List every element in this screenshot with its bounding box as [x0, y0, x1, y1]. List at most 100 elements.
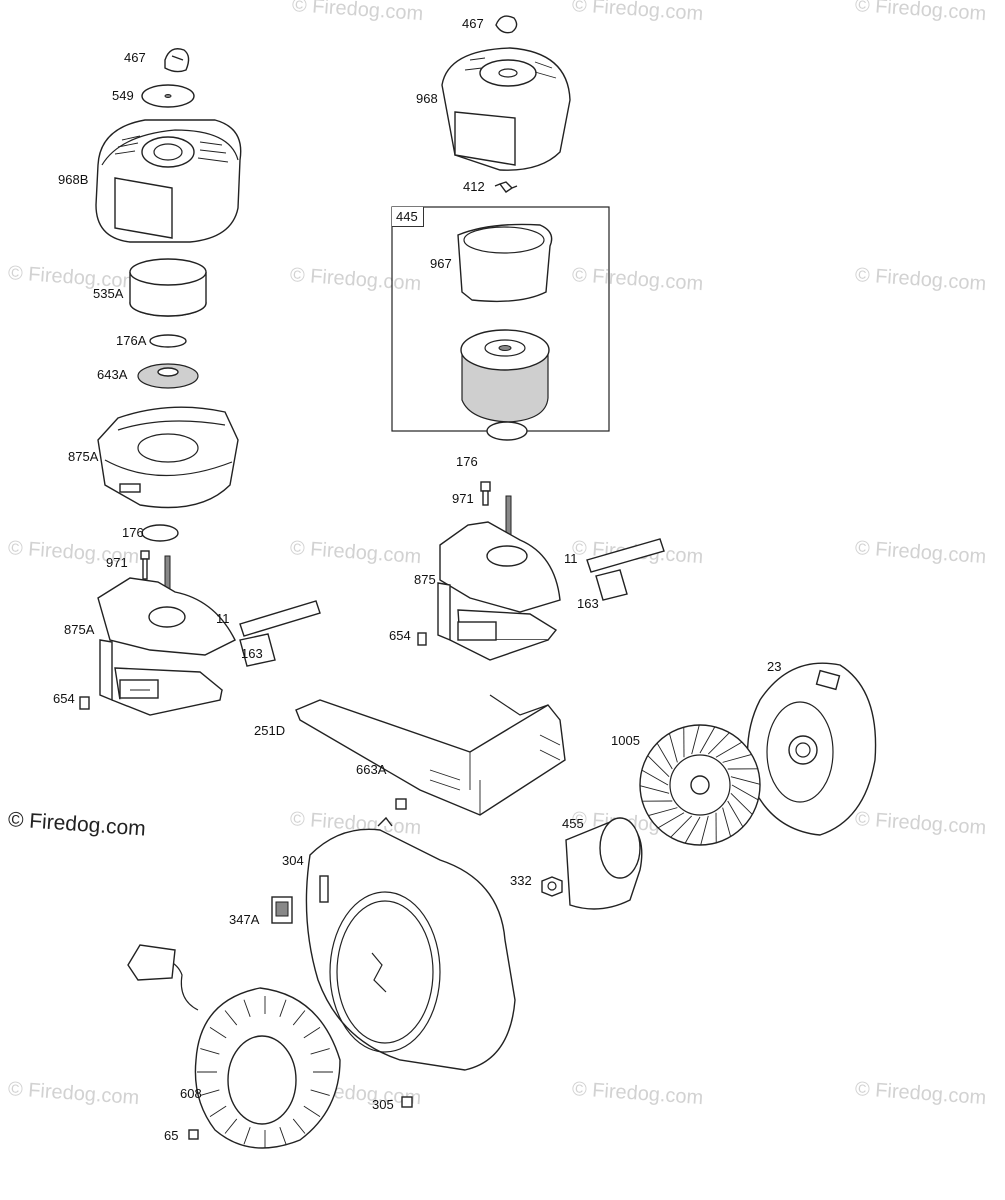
starter-rib [292, 1118, 306, 1134]
gasket-part-176-right [486, 421, 528, 441]
paper-filter-element [460, 329, 550, 423]
part-label: 875 [414, 572, 436, 587]
fan-blade [700, 815, 709, 846]
starter-rib [292, 1010, 306, 1026]
bracket-part-251D [295, 694, 566, 816]
breather-tube-part-11-left [239, 600, 321, 637]
air-cleaner-base-875 [437, 521, 561, 661]
part-label: 971 [452, 491, 474, 506]
fan-blade [691, 724, 700, 755]
part-label: 654 [389, 628, 411, 643]
switch-part-347A [271, 896, 293, 924]
part-label: 176 [456, 454, 478, 469]
part-label: 455 [562, 816, 584, 831]
starter-rib [209, 1026, 227, 1039]
nut-part-654-right [417, 632, 427, 646]
nut-part-654-left [79, 696, 90, 710]
part-label: 23 [767, 659, 782, 674]
wing-nut-part-412 [494, 181, 518, 193]
starter-rib [243, 999, 251, 1017]
starter-rib [310, 1089, 330, 1096]
part-label: 663A [356, 762, 387, 777]
fan-blade [647, 755, 670, 778]
part-label: 163 [577, 596, 599, 611]
fan-blade [707, 732, 730, 755]
gasket-part-176A [149, 334, 187, 348]
fan-blade [656, 742, 673, 770]
part-label: 163 [241, 646, 263, 661]
fan-blade [668, 733, 678, 763]
knob-part-467-left [164, 48, 190, 73]
nut-part-663A [395, 798, 407, 810]
fan-part-1005 [639, 724, 761, 846]
air-cleaner-cover-968B [95, 119, 242, 243]
part-label: 11 [564, 551, 578, 566]
blower-housing-part-304 [305, 816, 516, 1071]
fan-blade [722, 807, 732, 837]
part-label: 967 [430, 256, 452, 271]
fan-blade [722, 753, 752, 763]
breather-tube-part-11-right [586, 538, 665, 573]
starter-rib [303, 1026, 321, 1039]
part-label: 332 [510, 873, 532, 888]
bolt-part-305 [401, 1096, 413, 1108]
fan-blade [727, 800, 744, 828]
starter-rib [243, 1127, 251, 1145]
fan-blade [699, 726, 716, 754]
fan-blade [731, 784, 759, 801]
starter-rib [224, 1118, 238, 1134]
air-cleaner-base-875A-lower [97, 577, 236, 716]
part-label: 467 [124, 50, 146, 65]
flywheel-part-23 [746, 662, 877, 836]
starter-rib [209, 1105, 227, 1118]
part-label: 968 [416, 91, 438, 106]
screen-part-643A [137, 363, 199, 389]
knob-part-467-right [495, 15, 518, 34]
fan-blade [730, 776, 761, 785]
part-label: 412 [463, 179, 485, 194]
bolt-part-65 [188, 1129, 199, 1140]
gasket-part-163-left [239, 633, 276, 667]
nut-part-332 [541, 876, 563, 897]
starter-rib [200, 1089, 220, 1096]
fan-blade [715, 741, 743, 758]
starter-rib [279, 999, 287, 1017]
part-label: 65 [164, 1128, 179, 1143]
fan-blade [670, 815, 693, 838]
starter-rib [224, 1010, 238, 1026]
part-label: 535A [93, 286, 124, 301]
washer-part-549 [141, 84, 195, 108]
part-label: 968B [58, 172, 89, 187]
part-label: 467 [462, 16, 484, 31]
starter-rib [303, 1105, 321, 1118]
rewind-starter-part-608 [127, 944, 341, 1149]
part-label: 643A [97, 367, 128, 382]
fan-blade [657, 812, 685, 829]
part-label: 251D [254, 723, 286, 738]
part-label: 549 [112, 88, 134, 103]
part-label: 11 [216, 611, 230, 626]
gasket-part-176-left [141, 524, 179, 542]
part-label: 875A [64, 622, 95, 637]
part-label: 304 [282, 853, 304, 868]
starter-rib [279, 1127, 287, 1145]
starter-cup-part-455 [565, 817, 643, 910]
part-label: 347A [229, 912, 260, 927]
fan-blade [641, 769, 669, 786]
fan-blade [639, 785, 670, 794]
part-label: 654 [53, 691, 75, 706]
starter-rib [310, 1048, 330, 1055]
part-label: 176A [116, 333, 147, 348]
air-cleaner-base-875A-upper [97, 406, 239, 509]
starter-rib [200, 1048, 220, 1055]
fan-blade [684, 816, 701, 844]
part-label: 305 [372, 1097, 394, 1112]
part-label: 875A [68, 449, 99, 464]
pre-filter-part-967 [457, 223, 553, 303]
part-label: 971 [106, 555, 128, 570]
gasket-part-163-right [595, 569, 628, 601]
part-label: 608 [180, 1086, 202, 1101]
air-cleaner-cover-968 [441, 47, 571, 171]
